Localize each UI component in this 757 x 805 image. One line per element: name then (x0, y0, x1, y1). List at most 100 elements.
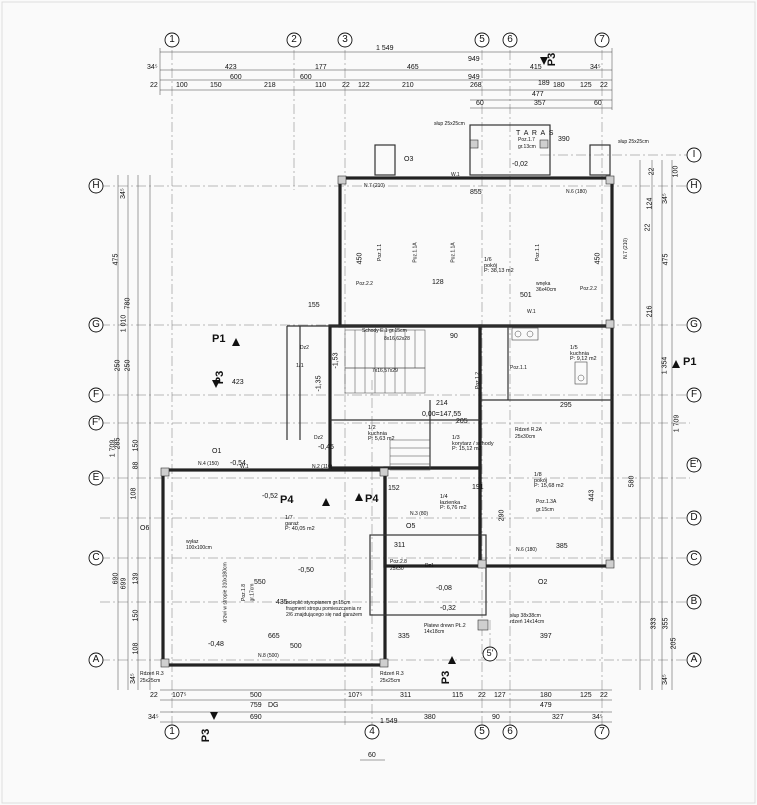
tag-o3: O3 (404, 156, 414, 163)
axis-label-3-top: 3 (342, 34, 348, 45)
dim-right-8: 216 (646, 305, 654, 318)
dim-top-r4-0: 22 (150, 82, 158, 89)
dim-580: 580 (628, 475, 636, 488)
dim-bot-r1-7: 127 (494, 692, 506, 699)
section-p1-left: P1 (212, 333, 226, 345)
level-m135: -1,35 (315, 375, 323, 392)
label-rdzen-r3b-dim: 25x25cm (380, 678, 401, 684)
room-1-3-name: korytarz / schody (452, 440, 494, 447)
room-1-5-name: kuchnia (570, 350, 589, 357)
dim-right-9: 333 (650, 617, 658, 630)
label-poz12: Poz.1.2 (474, 372, 481, 389)
dim-290: 290 (498, 509, 506, 522)
label-rdzen: Rdzeń R.2A (515, 427, 542, 433)
label-n4: N.4 (150) (198, 461, 219, 467)
section-p3-top: P3 (546, 52, 559, 67)
dim-right-1: 475 (662, 253, 670, 266)
axis-label-C-right: C (690, 552, 698, 563)
axis-label-5-top: 5 (479, 34, 485, 45)
bottom-dimension-lines (160, 689, 612, 761)
section-p4-left: P4 (280, 494, 294, 506)
dim-443: 443 (588, 489, 596, 502)
label-ocieplic: ocieplić styropianem gr.15cm fragment st… (286, 600, 363, 618)
walls (161, 176, 614, 667)
label-n3: N.3 (80) (410, 511, 429, 517)
label-wneka: wnęka (536, 281, 551, 287)
dim-left-12: 250 (124, 359, 132, 372)
label-wneka-dim: 36x40cm (536, 287, 557, 293)
section-p1-right: P1 (683, 356, 697, 368)
label-wylaz: wyłaz (186, 539, 199, 545)
dim-top-total: 1 549 (376, 45, 394, 52)
dim-top-r4-9: 180 (553, 82, 565, 89)
room-1-1: 1/1 (296, 363, 304, 370)
label-rdzen-r3b: Rdzeń R.3 (380, 671, 404, 677)
room-1-2-name: kuchnia (368, 430, 387, 437)
axis-bubbles (88, 32, 702, 740)
dim-214: 214 (436, 400, 448, 407)
axis-label-B-right: B (690, 596, 698, 607)
columns (160, 139, 615, 668)
dim-left-6: 690 (112, 572, 120, 585)
dim-left-0: 34⁵ (119, 188, 127, 199)
axis-label-H-right: H (690, 180, 698, 191)
dim-right-2: 1 354 (661, 356, 669, 375)
label-poz11e: Poz.1.1 (510, 365, 527, 371)
dim-bot-r1-9: 125 (580, 692, 592, 699)
dim-top-r2-3: 465 (407, 64, 419, 71)
section-p3-bottom-left: P3 (200, 728, 213, 743)
dim-665: 665 (268, 633, 280, 640)
label-rdzen-dim: 25x30cm (515, 434, 536, 440)
label-poz17: Poz.1.7 (518, 137, 535, 143)
tag-dz2: Dz2 (300, 345, 309, 351)
dim-bot-r1-2: 500 (250, 692, 262, 699)
label-poz18: Poz.1.8 (240, 584, 247, 601)
dim-top-r5-3: 60 (594, 100, 602, 107)
dim-bot-r3-0: 34⁵ (148, 714, 159, 721)
axis-label-F-right: F (690, 389, 698, 400)
dim-bot-r3-5: 34⁵ (592, 714, 603, 721)
dim-top-r4-4: 110 (315, 82, 327, 89)
room-1-6-id: 1/6 (484, 257, 492, 263)
room-1-7-id: 1/7 (285, 515, 293, 521)
dim-bot-r4-0: 1 549 (380, 718, 398, 725)
dim-right-5: 100 (672, 165, 680, 178)
room-1-3: 1/3 korytarz / schody P: 15,12 m2 (452, 435, 494, 453)
side-dimension-lines (117, 160, 673, 690)
axis-label-6-top: 6 (507, 34, 513, 45)
top-dimension-lines (159, 48, 613, 110)
dim-bot-r1-4: 311 (400, 692, 412, 699)
room-1-4-area: P: 6,76 m2 (440, 505, 467, 511)
dim-bot-r3-4: 327 (552, 714, 564, 721)
room-1-3-id: 1/3 (452, 435, 460, 441)
dim-top-r4-7: 210 (402, 82, 414, 89)
dim-450a: 450 (356, 252, 364, 265)
dim-bot-r1-8: 180 (540, 692, 552, 699)
dim-bot-r2-2: 479 (540, 702, 552, 709)
axis-label-1-top: 1 (169, 34, 175, 45)
dim-bot-r1-1: 107⁵ (172, 692, 187, 699)
axis-label-1-bottom: 1 (169, 726, 175, 737)
section-p3-bottom: P3 (440, 670, 453, 685)
dim-90: 90 (450, 333, 458, 340)
tag-o1: O1 (212, 448, 222, 455)
level-m052: -0,52 (262, 493, 278, 500)
dim-top-r5-1: 357 (534, 100, 546, 107)
terrace-label: T A R A S (516, 130, 555, 137)
kitchen-fixtures (511, 327, 588, 385)
dim-bot-r1-3: 107⁵ (348, 692, 363, 699)
axis-label-I-right: I (692, 149, 696, 160)
room-1-8-id: 1/8 (534, 472, 542, 478)
level-m032: -0,32 (440, 605, 456, 612)
room-1-2: 1/2 kuchnia P: 5,63 m2 (368, 425, 395, 443)
dim-right-10: 355 (662, 617, 670, 630)
dim-top-r4-8: 268 (470, 82, 482, 89)
room-1-2-id: 1/2 (368, 425, 376, 431)
room-1-5-area: P: 9,12 m2 (570, 356, 597, 362)
dim-155: 155 (308, 302, 320, 309)
axis-label-D-right: D (690, 512, 698, 523)
room-1-8: 1/8 pokój P: 15,68 m2 (534, 472, 564, 490)
dim-bot-r1-6: 22 (478, 692, 486, 699)
axis-label-7-top: 7 (599, 34, 605, 45)
